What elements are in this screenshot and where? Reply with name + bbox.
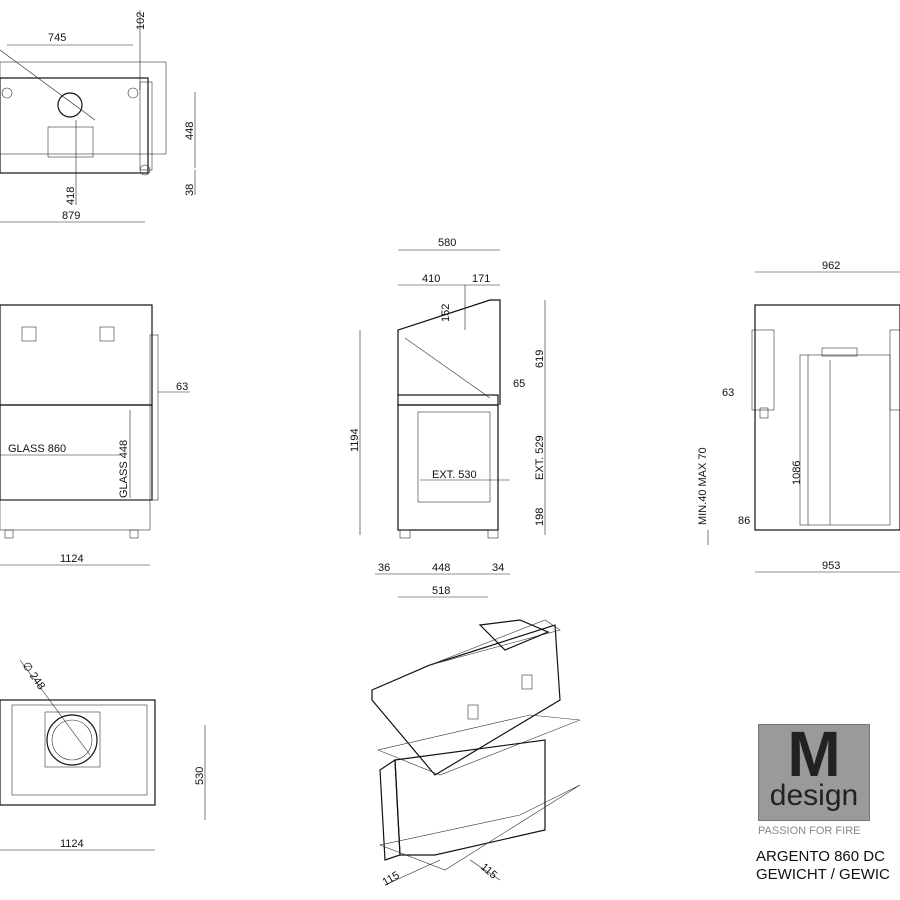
dim-580: 580 [438,237,456,249]
dim-1194: 1194 [349,428,361,452]
dim-619: 619 [534,350,546,368]
dim-410: 410 [422,273,440,285]
model-info: ARGENTO 860 DC GEWICHT / GEWIC [756,848,890,884]
dim-diameter-248: ∅ 248 [20,660,48,692]
dim-418: 418 [65,187,77,205]
model-weight: GEWICHT / GEWIC [756,866,890,883]
dim-ext-529: EXT. 529 [534,435,546,480]
dim-86: 86 [738,515,750,527]
model-name: ARGENTO 860 DC [756,848,885,865]
dim-65: 65 [513,378,525,390]
dim-879: 879 [62,210,80,222]
dim-1124: 1124 [60,553,84,565]
glass-width: GLASS 860 [8,443,66,455]
dim-min-max: MIN.40 MAX 70 [697,447,709,525]
dim-102: 102 [135,12,147,30]
bottom-view: ∅ 248 530 1124 [0,659,206,851]
dim-171: 171 [472,273,490,285]
dim-63-rear: 63 [722,387,734,399]
side-view: 580 410 171 152 619 65 1194 EXT. 529 EXT… [349,237,546,598]
dim-1086: 1086 [791,461,803,485]
dim-38: 38 [184,184,196,196]
dim-115-right: 115 [478,861,499,881]
logo-letter: M [787,718,841,790]
dim-36: 36 [378,562,390,574]
dim-962: 962 [822,260,840,272]
mdesign-logo: M design [758,718,870,821]
logo-tagline: PASSION FOR FIRE [758,825,861,837]
dim-152: 152 [440,304,452,322]
rear-view: 962 63 1086 MIN.40 MAX 70 86 953 [697,260,900,573]
dim-63: 63 [176,381,188,393]
dim-530: 530 [194,767,206,785]
dim-518: 518 [432,585,450,597]
glass-height: GLASS 448 [118,440,130,498]
top-view: 745 102 448 38 418 879 [0,10,196,223]
logo-word: design [769,779,859,812]
dim-448: 448 [184,122,196,140]
isometric-view: 115 115 [371,619,581,889]
dim-745: 745 [48,32,66,44]
dim-198: 198 [534,508,546,526]
front-view: 63 GLASS 860 GLASS 448 1124 [0,304,190,566]
dim-1124-bottom: 1124 [60,838,84,850]
dim-ext-530: EXT. 530 [432,469,477,481]
dim-115-left: 115 [381,869,402,888]
dim-34: 34 [492,562,504,574]
dim-953: 953 [822,560,840,572]
dim-448-side: 448 [432,562,450,574]
